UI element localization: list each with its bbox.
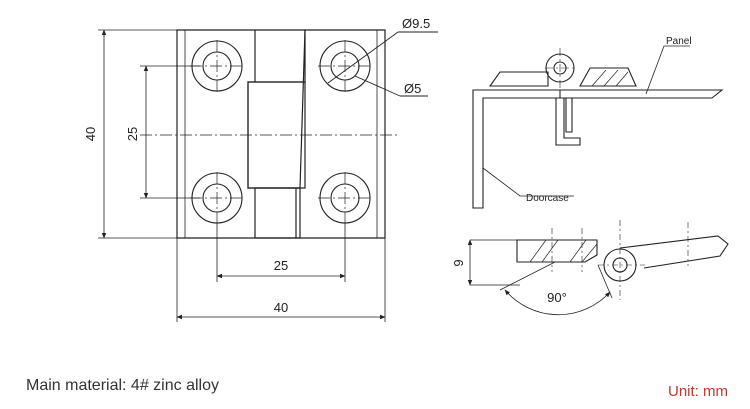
bottom-view: [467, 220, 729, 316]
doorcase-label: Doorcase: [526, 193, 569, 204]
center-lines: [140, 40, 400, 224]
bottom-leaf-left: [516, 239, 598, 263]
panel: [560, 89, 724, 99]
width-40-label: 40: [274, 300, 288, 315]
spacing-25-vertical-label: 25: [125, 127, 140, 141]
panel-label: Panel: [666, 36, 692, 47]
hole-diameter-label: Ø5: [404, 81, 421, 96]
side-view: [472, 45, 724, 209]
bottom-leaf-right: [619, 235, 729, 269]
height-40-label: 40: [83, 127, 98, 141]
countersink-diameter-label: Ø9.5: [402, 16, 430, 31]
unit-caption: Unit: mm: [668, 383, 728, 400]
front-view: [98, 29, 438, 322]
height-9-label: 9: [451, 259, 466, 266]
spacing-25-horizontal-label: 25: [274, 258, 288, 273]
angle-90-label: 90°: [547, 290, 567, 305]
material-caption: Main material: 4# zinc alloy: [26, 377, 219, 394]
doorcase: [472, 89, 561, 209]
side-hinge-leaf: [488, 71, 549, 87]
